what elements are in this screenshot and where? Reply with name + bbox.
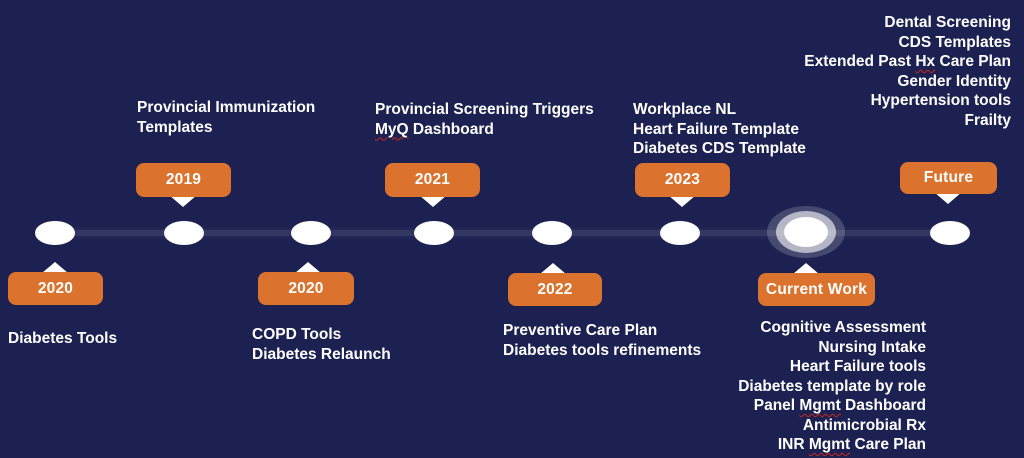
year-callout-2023: 2023 [635, 163, 730, 197]
note-line: Diabetes Relaunch [252, 345, 391, 363]
year-callout-label: 2020 [288, 279, 324, 297]
timeline-node-2020 [291, 221, 331, 245]
note-line: Hypertension tools [870, 92, 1011, 109]
misspelled-word: Mgmt [799, 397, 841, 414]
year-callout-2020: 2020 [258, 272, 354, 305]
note-line: COPD Tools [252, 326, 342, 343]
note-line: MyQ Dashboard [375, 120, 494, 138]
misspelled-word: Mgmt [808, 436, 851, 453]
callout-pointer-future [934, 192, 962, 204]
year-callout-label: Current Work [765, 280, 868, 298]
callout-pointer-2022 [540, 263, 566, 274]
note-line: Provincial Screening Triggers [375, 101, 594, 118]
callout-pointer-2020 [295, 262, 321, 273]
year-callout-label: 2020 [37, 279, 74, 297]
note-line: Diabetes CDS Template [633, 140, 806, 157]
timeline-node-2022 [532, 221, 572, 245]
misspelled-word: Hx [915, 53, 936, 70]
year-callout-2021: 2021 [385, 163, 480, 197]
callout-pointer-2021 [419, 195, 447, 207]
callout-pointer-2023 [668, 195, 696, 207]
note-line: Gender Identity [897, 72, 1011, 90]
note-line: Frailty [964, 111, 1011, 129]
note-line: Diabetes template by role [738, 377, 926, 395]
year-callout-label: 2023 [664, 171, 701, 188]
note-line: Diabetes Tools [8, 330, 118, 347]
note-line: Cognitive Assessment [760, 319, 926, 336]
timeline-node-2019 [164, 221, 204, 245]
note-line: Dental Screening [884, 14, 1011, 31]
note-line: CDS Templates [898, 33, 1011, 51]
note-line: Provincial Immunization [137, 99, 316, 116]
timeline-node-future [930, 221, 970, 245]
timeline-line [55, 230, 952, 236]
callout-pointer-2019 [169, 195, 197, 207]
milestone-notes-2020: Diabetes Tools [8, 329, 117, 349]
timeline-node-2023 [660, 221, 700, 245]
note-line: Panel Mgmt Dashboard [753, 397, 926, 414]
note-line: Antimicrobial Rx [802, 416, 926, 434]
note-line: Diabetes tools refinements [503, 341, 702, 359]
year-callout-label: 2022 [537, 280, 573, 298]
misspelled-word: MyQ [375, 120, 409, 138]
year-callout-future: Future [900, 162, 997, 194]
note-line: Preventive Care Plan [503, 322, 658, 339]
year-callout-label: 2019 [165, 171, 202, 188]
callout-pointer-current-work [793, 263, 819, 274]
callout-pointer-2020 [42, 262, 68, 273]
note-line: Heart Failure tools [789, 358, 926, 375]
year-callout-2019: 2019 [136, 163, 231, 197]
timeline-node-current-work [784, 217, 828, 247]
note-line: Nursing Intake [818, 338, 926, 356]
year-callout-2022: 2022 [508, 273, 602, 306]
year-callout-label: 2021 [414, 171, 451, 188]
year-callout-current-work: Current Work [758, 273, 875, 306]
year-callout-label: Future [923, 169, 974, 186]
note-line: Extended Past Hx Care Plan [804, 53, 1011, 70]
timeline-node-2021 [414, 221, 454, 245]
year-callout-2020: 2020 [8, 272, 103, 305]
note-line: Templates [137, 118, 213, 136]
note-line: Workplace NL [633, 101, 737, 118]
note-line: INR Mgmt Care Plan [777, 436, 926, 453]
note-line: Heart Failure Template [633, 120, 799, 138]
timeline-node-2020 [35, 221, 75, 245]
